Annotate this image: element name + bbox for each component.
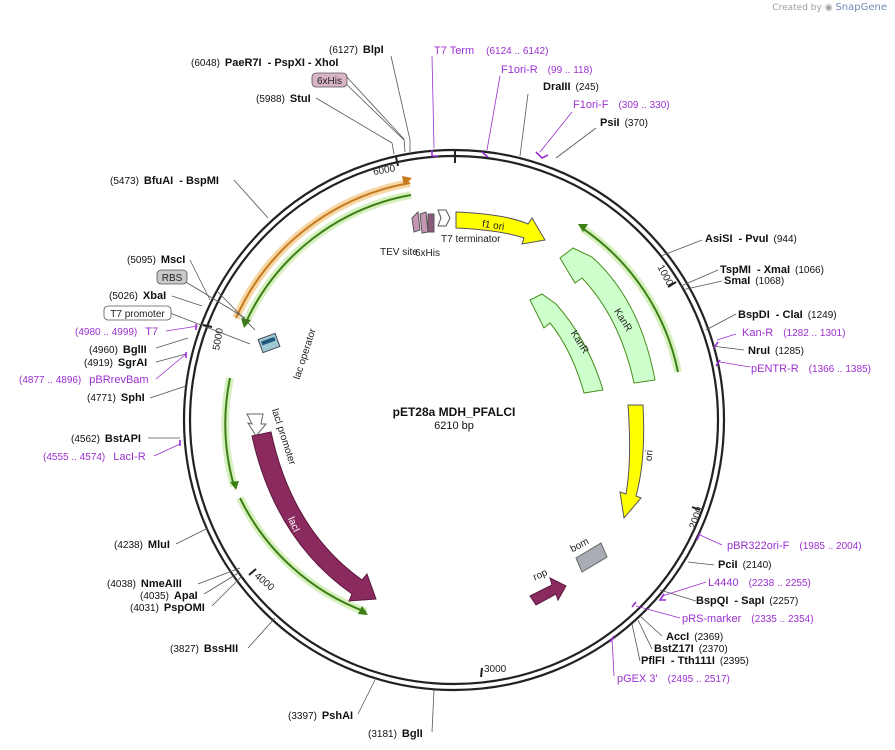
- tick-label-4000: 4000: [252, 571, 276, 594]
- site-label-pflfi: PflFI- Tth111I(2395): [641, 655, 749, 667]
- site-label-smai: SmaI(1068): [724, 275, 784, 287]
- primer-label-pgex3: pGEX 3'(2495 .. 2517): [617, 673, 730, 685]
- snapgene-brand: Created by ◉ SnapGene: [772, 2, 887, 13]
- site-label-pspomi: (4031)PspOMI: [130, 602, 205, 614]
- site-label-asisi: AsiSI- PvuI(944): [705, 233, 797, 245]
- tick-6000: [395, 156, 399, 167]
- site-label-acci: AccI(2369): [666, 631, 723, 643]
- green-feature-arrow-upper-left[interactable]: [241, 191, 412, 328]
- site-label-psii: PsiI(370): [600, 117, 648, 129]
- ticks: [202, 150, 701, 678]
- primer-labels: T7 Term(6124 .. 6142) F1ori-R(99 .. 118)…: [19, 45, 871, 685]
- orange-feature-arrow[interactable]: [232, 176, 412, 320]
- created-by-text: Created by: [772, 3, 822, 13]
- site-label-nmeaiii: (4038)NmeAIII: [107, 578, 182, 590]
- green-feature-arrow-lower-left[interactable]: [221, 377, 368, 616]
- primer-label-pentr-r: pENTR-R(1366 .. 1385): [751, 363, 871, 375]
- laci-feature[interactable]: lacI: [251, 431, 377, 602]
- boxed-feature-t7-promoter: T7 promoter: [103, 305, 172, 321]
- primer-label-pbrrevbam: (4877 .. 4896)pBRrevBam: [19, 374, 149, 386]
- f1-ori-feature[interactable]: f1 ori: [455, 211, 546, 245]
- primer-label-laci-r: (4555 .. 4574)LacI-R: [43, 451, 146, 463]
- site-label-paer7i: (6048)PaeR7I- PspXI- XhoI: [191, 57, 339, 69]
- snapgene-product-name: SnapGene: [835, 2, 887, 13]
- site-label-xbai: (5026)XbaI: [109, 290, 166, 302]
- tick-4000: [248, 568, 257, 576]
- primer-label-prs-marker: pRS-marker(2335 .. 2354): [682, 613, 814, 625]
- site-label-bsshii: (3827)BssHII: [170, 643, 238, 655]
- boxed-feature-6xhis: 6xHis: [311, 72, 348, 88]
- tick-2000: [691, 506, 701, 511]
- snapgene-logo-icon: ◉: [824, 3, 833, 13]
- primer-label-kan-r: Kan-R(1282 .. 1301): [742, 327, 845, 339]
- primer-label-f1ori-f: F1ori-F(309 .. 330): [573, 99, 670, 111]
- site-label-bspqi: BspQI- SapI(2257): [696, 595, 798, 607]
- tick-label-5000: 5000: [211, 327, 226, 351]
- boxed-feature-rbs: RBS: [156, 269, 188, 285]
- site-label-bspdi: BspDI- ClaI(1249): [738, 309, 837, 321]
- lac-operator-feature[interactable]: lac operator: [257, 327, 319, 381]
- primer-label-f1ori-r: F1ori-R(99 .. 118): [501, 64, 593, 76]
- site-label-stui: (5988)StuI: [256, 93, 311, 105]
- t7-terminator-label: T7 terminator: [441, 234, 501, 245]
- site-label-tspmi: TspMI- XmaI(1066): [720, 264, 824, 276]
- svg-text:T7 promoter: T7 promoter: [110, 309, 165, 320]
- sixhis-inner-feature[interactable]: 6xHis: [415, 213, 440, 259]
- kanr-feature-inner[interactable]: KanR: [529, 293, 604, 394]
- enzyme-labels: (6127) BlpI (6048)PaeR7I- PspXI- XhoI (59…: [71, 44, 837, 740]
- rop-label: rop: [532, 567, 550, 583]
- plasmid-length: 6210 bp: [434, 420, 474, 432]
- tick-3000: [480, 667, 483, 678]
- f1-ori-label: f1 ori: [481, 219, 505, 233]
- ori-feature[interactable]: ori: [619, 404, 656, 520]
- site-label-bfuai: (5473)BfuAI- BspMI: [110, 175, 219, 187]
- t7-terminator-feature[interactable]: T7 terminator: [437, 209, 501, 245]
- site-name: BlpI: [363, 44, 384, 56]
- site-pos: (6127): [329, 45, 358, 56]
- tev-site-label: TEV site: [380, 247, 418, 258]
- tick-label-3000: 3000: [484, 664, 507, 675]
- primer-label-l4440: L4440(2238 .. 2255): [708, 577, 811, 589]
- site-label-bglii: (4960)BglII: [89, 344, 147, 356]
- tick-1000: [667, 281, 677, 288]
- site-label-apai: (4035)ApaI: [140, 590, 198, 602]
- green-feature-arrow-right[interactable]: [578, 224, 682, 373]
- tick-label-6000: 6000: [372, 163, 396, 178]
- primer-label-t7-term: T7 Term(6124 .. 6142): [434, 45, 548, 57]
- kanr-feature-outer[interactable]: KanR: [559, 247, 656, 384]
- svg-text:6xHis: 6xHis: [317, 76, 342, 87]
- lac-operator-label: lac operator: [292, 327, 319, 381]
- site-label-mlui: (4238)MluI: [114, 539, 170, 551]
- site-label-pcii: PciI(2140): [718, 559, 771, 571]
- primer-label-t7: (4980 .. 4999)T7: [75, 326, 158, 338]
- primer-leaders: [153, 55, 751, 677]
- sixhis-inner-label: 6xHis: [415, 248, 440, 259]
- site-label-msci: (5095)MscI: [127, 254, 185, 266]
- primer-markers: [179, 150, 721, 643]
- rop-feature[interactable]: rop: [529, 567, 567, 606]
- leader-lines: [148, 55, 745, 733]
- site-label-draiii: DraIII(245): [543, 81, 599, 93]
- site-label-pshai: (3397)PshAI: [288, 710, 353, 722]
- site-label-bstapi: (4562)BstAPI: [71, 433, 141, 445]
- site-label-bstz17i: BstZ17I(2370): [654, 643, 728, 655]
- svg-text:RBS: RBS: [162, 273, 183, 284]
- primer-label-pbr322ori-f: pBR322ori-F(1985 .. 2004): [727, 540, 862, 552]
- plasmid-name: pET28a MDH_PFALCI: [393, 405, 516, 419]
- tev-site-feature[interactable]: TEV site: [380, 210, 429, 258]
- ori-label: ori: [644, 450, 656, 462]
- site-label-blpi: (6127) BlpI: [329, 44, 384, 56]
- tick-5000: [202, 324, 213, 328]
- site-label-bgli: (3181)BglI: [368, 728, 423, 740]
- site-label-sgrai: (4919)SgrAI: [84, 357, 147, 369]
- site-label-nrui: NruI(1285): [748, 345, 804, 357]
- bom-feature[interactable]: bom: [569, 536, 608, 573]
- site-label-sphi: (4771)SphI: [87, 392, 145, 404]
